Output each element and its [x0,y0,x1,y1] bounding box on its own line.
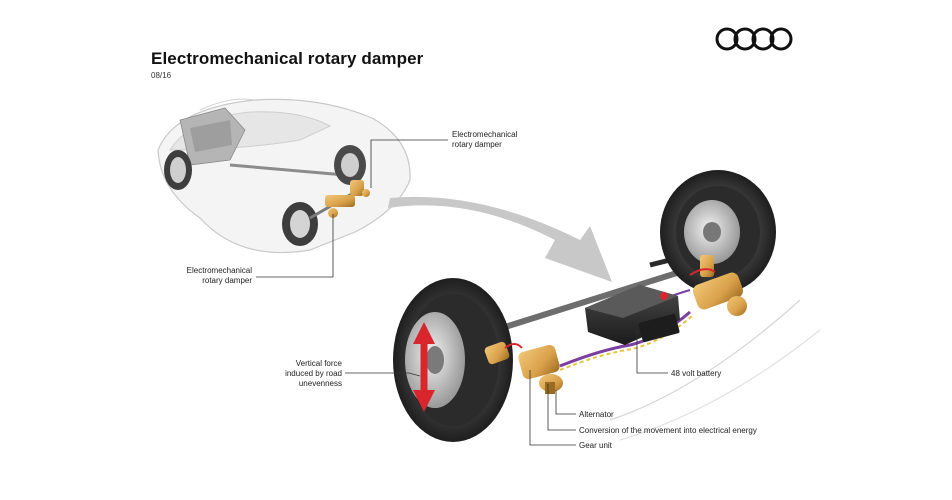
leader-lines [256,139,668,446]
rear-damper-label: Electromechanical rotary damper [452,130,518,149]
gear-unit-label: Gear unit [579,441,612,450]
right-rotary-damper [689,255,747,316]
alternator-label: Alternator [579,410,614,419]
car-silhouette [157,98,411,254]
battery-label: 48 volt battery [671,369,722,378]
vertical-force-arrow [413,322,435,412]
left-rotary-damper [484,341,563,394]
suspension-closeup [393,170,821,442]
conversion-label: Conversion of the movement into electric… [579,426,757,435]
right-wheel [660,170,776,294]
four-rings-logo-icon [715,27,793,51]
zoom-arrow [388,196,612,282]
date-label: 08/16 [151,71,172,80]
front-damper-label: Electromechanical rotary damper [186,266,252,285]
vertical-force-label: Vertical force induced by road unevennes… [285,359,342,388]
page-title: Electromechanical rotary damper [151,49,424,68]
battery-unit [585,285,680,345]
